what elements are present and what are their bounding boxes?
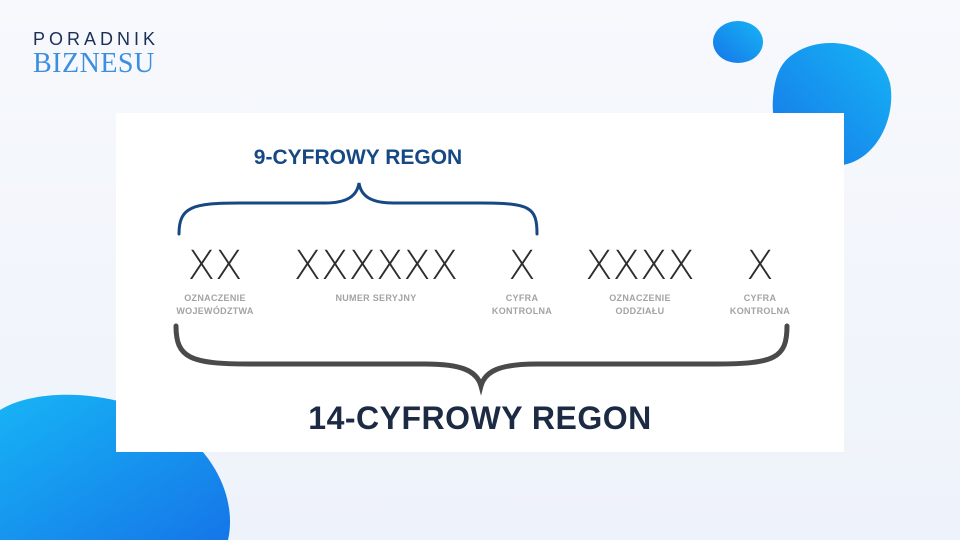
diagram-card xyxy=(116,113,844,452)
segment-caption-line2: ODDZIAŁU xyxy=(615,306,665,316)
logo-line1: PORADNIK xyxy=(33,29,160,49)
segment-code: XXXXXX xyxy=(293,243,459,289)
segment-code: X xyxy=(508,243,536,289)
segment-caption-line1: OZNACZENIE xyxy=(609,293,671,303)
segment-caption-line1: CYFRA xyxy=(505,293,539,303)
segment-serial-number: XXXXXX NUMER SERYJNY xyxy=(278,241,474,306)
segment-caption-line2: KONTROLNA xyxy=(729,306,791,316)
nine-digit-regon-label: 9-CYFROWY REGON xyxy=(253,146,463,169)
segment-code: X xyxy=(746,243,774,289)
bottom-brace xyxy=(173,323,790,396)
decorative-blob-small xyxy=(713,21,763,63)
segment-code: XX xyxy=(187,243,243,289)
top-brace xyxy=(177,182,539,236)
logo-line2: BIZNESU xyxy=(33,48,155,79)
segment-code: XXXX xyxy=(585,243,695,289)
segment-voivodeship: XX OZNACZENIE WOJEWÓDZTWA xyxy=(150,241,280,317)
poradnik-biznesu-logo: PORADNIK BIZNESU xyxy=(33,30,159,78)
fourteen-digit-regon-label: 14-CYFROWY REGON xyxy=(308,400,652,436)
segment-caption-line1: NUMER SERYJNY xyxy=(335,293,417,303)
segment-caption-line1: CYFRA xyxy=(743,293,777,303)
segment-check-digit-1: X CYFRA KONTROLNA xyxy=(472,241,572,317)
segment-branch: XXXX OZNACZENIE ODDZIAŁU xyxy=(575,241,705,317)
segment-caption-line2: KONTROLNA xyxy=(491,306,553,316)
segment-caption-line2: WOJEWÓDZTWA xyxy=(176,306,254,316)
segment-check-digit-2: X CYFRA KONTROLNA xyxy=(710,241,810,317)
segment-caption-line1: OZNACZENIE xyxy=(184,293,246,303)
